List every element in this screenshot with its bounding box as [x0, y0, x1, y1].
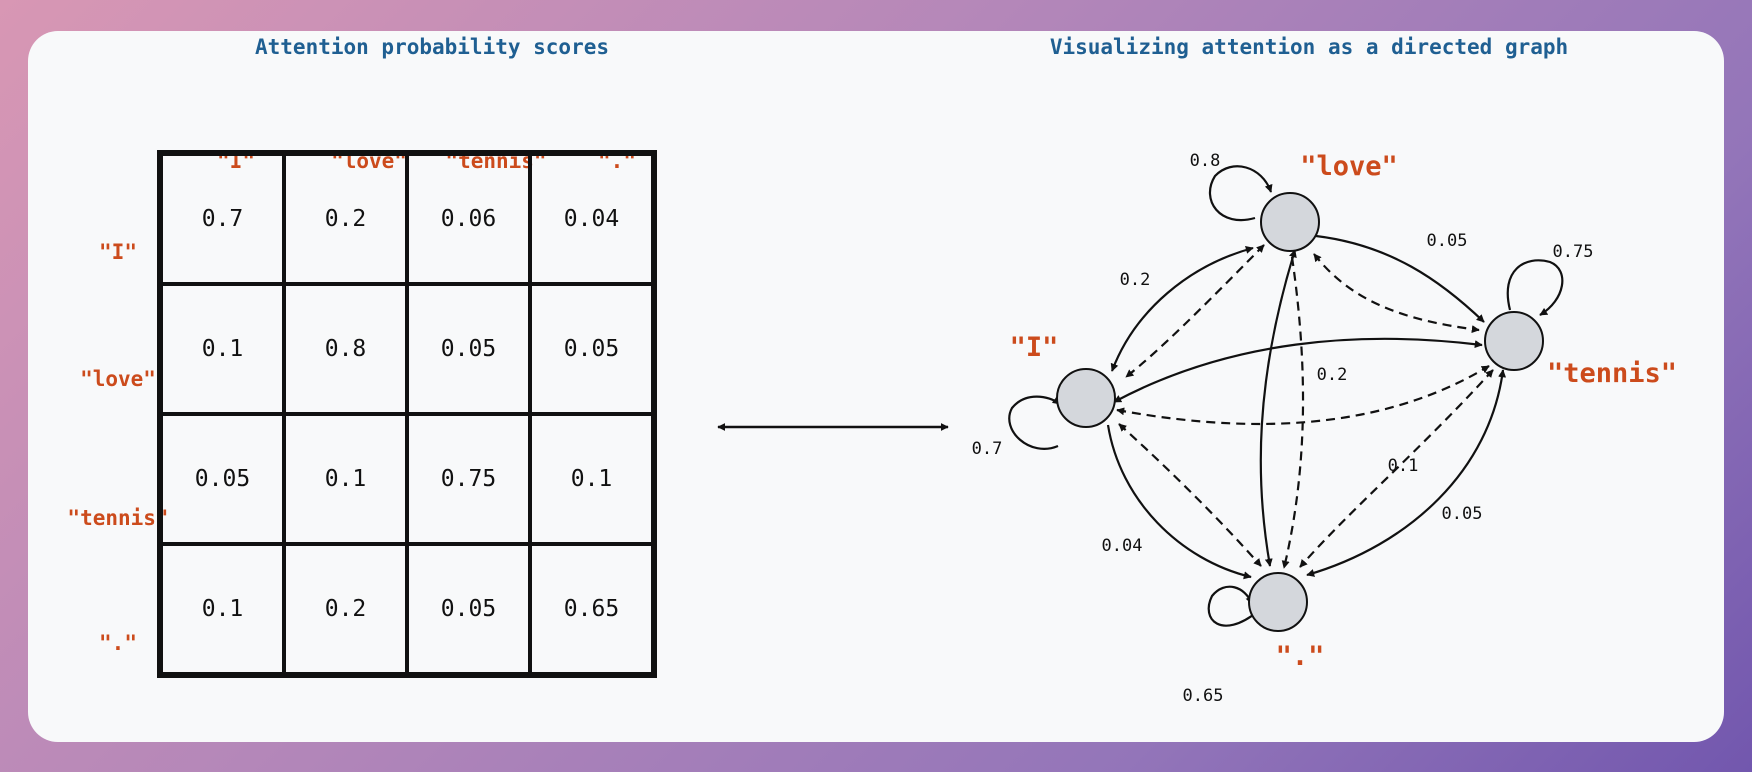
- node-label-i: "I": [1010, 332, 1059, 363]
- matrix-cell: 0.1: [161, 284, 284, 414]
- edge-label-love-self: 0.8: [1190, 151, 1221, 171]
- edge-i-tennis: [1113, 337, 1483, 403]
- row-label-love: "love": [80, 367, 156, 391]
- row-label-dot: ".": [99, 631, 137, 655]
- matrix-cell: 0.1: [284, 414, 407, 544]
- graph-title: Visualizing attention as a directed grap…: [1049, 35, 1569, 59]
- edge-i-love: [1110, 246, 1254, 372]
- matrix-cell: 0.7: [161, 154, 284, 284]
- matrix-cell: 0.05: [407, 284, 530, 414]
- matrix-cell: 0.75: [407, 414, 530, 544]
- edge-label-tennis-self: 0.75: [1553, 242, 1594, 262]
- matrix-cell: 0.65: [530, 544, 653, 674]
- node-i: [1056, 368, 1116, 428]
- row-label-i: "I": [99, 240, 137, 264]
- matrix-cell: 0.1: [530, 414, 653, 544]
- loop-i: [1008, 395, 1061, 450]
- matrix-cell: 0.06: [407, 154, 530, 284]
- matrix-cell: 0.05: [161, 414, 284, 544]
- edge-label-i-love: 0.2: [1120, 270, 1151, 290]
- node-label-love: "love": [1300, 151, 1398, 182]
- edge-label-dot-self: 0.65: [1183, 686, 1224, 706]
- matrix-title: Attention probability scores: [254, 35, 610, 59]
- edge-dashed-love-tennis: [1313, 253, 1480, 334]
- edge-label-love-tennis: 0.05: [1427, 231, 1468, 251]
- matrix-cell: 0.2: [284, 544, 407, 674]
- edge-dashed-tennis-dot: [1299, 369, 1494, 568]
- edge-label-i-self: 0.7: [972, 439, 1003, 459]
- edge-dashed-love-dot: [1281, 256, 1305, 569]
- loop-love: [1208, 165, 1273, 222]
- matrix-cell: 0.1: [161, 544, 284, 674]
- matrix-cell: 0.04: [530, 154, 653, 284]
- loop-dot: [1207, 585, 1258, 627]
- node-dot: [1248, 572, 1308, 632]
- matrix-cell: 0.8: [284, 284, 407, 414]
- edge-dashed-i-love: [1125, 244, 1265, 378]
- node-love: [1260, 192, 1320, 252]
- edge-label-tennis-i: 0.1: [1388, 456, 1419, 476]
- attention-matrix: 0.7 0.2 0.06 0.04 0.1 0.8 0.05 0.05 0.05…: [157, 150, 657, 678]
- matrix-cell: 0.05: [530, 284, 653, 414]
- node-tennis: [1484, 311, 1544, 371]
- loop-tennis: [1506, 259, 1564, 316]
- edge-love-dot: [1259, 249, 1297, 567]
- node-label-tennis: "tennis": [1547, 358, 1677, 389]
- edge-label-love-dot: 0.2: [1317, 365, 1348, 385]
- edge-label-i-dot: 0.04: [1102, 536, 1143, 556]
- node-label-dot: ".": [1276, 641, 1325, 672]
- matrix-cell: 0.05: [407, 544, 530, 674]
- row-label-tennis: "tennis": [67, 506, 169, 530]
- edge-label-tennis-dot: 0.05: [1442, 504, 1483, 524]
- matrix-cell: 0.2: [284, 154, 407, 284]
